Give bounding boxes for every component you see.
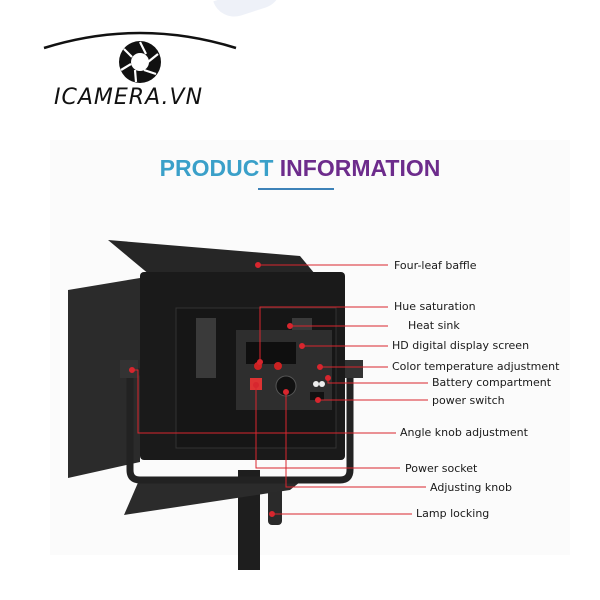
callout-display-screen: HD digital display screen	[392, 339, 530, 352]
callout-power-socket: Power socket	[405, 462, 478, 475]
title-part-1: PRODUCT	[159, 155, 274, 181]
yoke-bracket	[126, 368, 354, 484]
brand-logo[interactable]: ICAMERA.VN	[40, 22, 240, 112]
callout-lamp-locking: Lamp locking	[416, 507, 490, 520]
title-part-2: INFORMATION	[279, 155, 441, 181]
callout-heat-sink: Heat sink	[408, 319, 460, 332]
battery-slot-left	[196, 318, 216, 378]
page-title: PRODUCT INFORMATION	[0, 155, 600, 182]
title-underline	[258, 188, 334, 190]
callout-color-temperature: Color temperature adjustment	[392, 360, 560, 373]
brand-name: ICAMERA.VN	[54, 85, 204, 110]
angle-knob-right	[345, 360, 363, 378]
power-switch	[310, 392, 324, 400]
left-barn-door	[68, 278, 140, 478]
callout-hue-saturation: Hue saturation	[394, 300, 476, 313]
callout-four-leaf-baffle: Four-leaf baffle	[394, 259, 477, 272]
angle-knob-left	[120, 360, 138, 378]
callout-angle-knob: Angle knob adjustment	[400, 426, 528, 439]
callout-power-switch: power switch	[432, 394, 505, 407]
bottom-barn-door	[124, 478, 305, 515]
camera-aperture-icon	[43, 31, 237, 83]
top-barn-door	[108, 240, 320, 280]
callout-adjusting-knob: Adjusting knob	[430, 481, 512, 494]
callout-battery-compartment: Battery compartment	[432, 376, 552, 389]
display-screen	[246, 342, 296, 364]
